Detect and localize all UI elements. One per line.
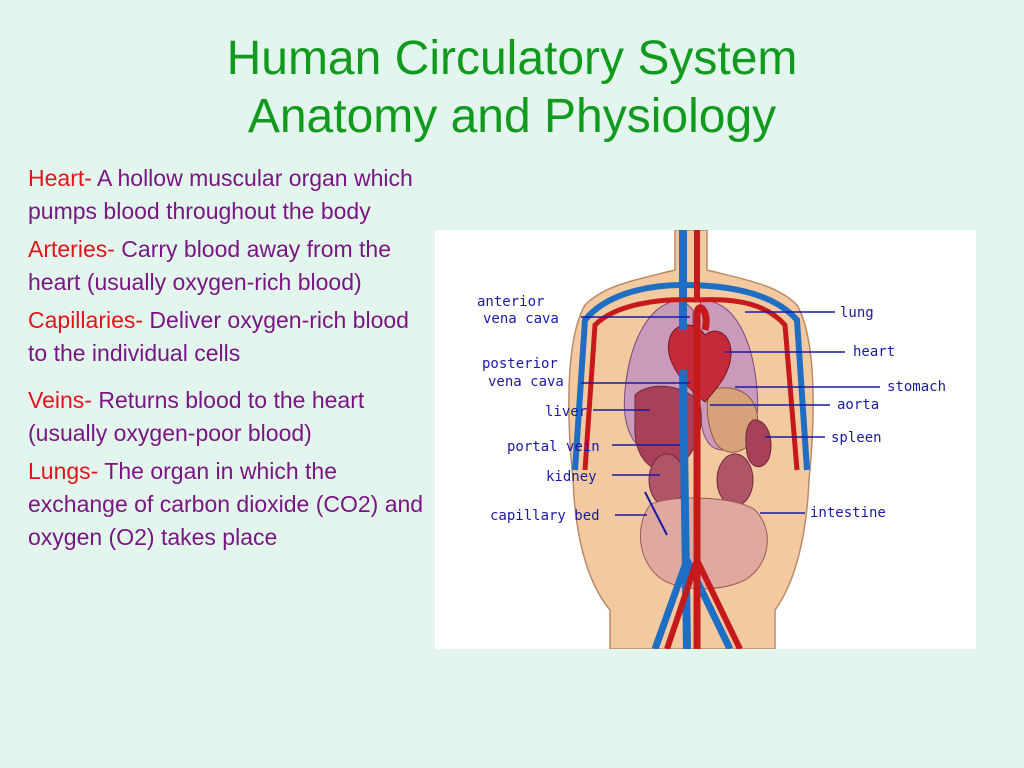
definitions-list: Heart- A hollow muscular organ which pum… [28,162,428,559]
definition-veins: Veins- Returns blood to the heart (usual… [28,384,428,450]
capillary-bed-bracket [644,491,668,536]
definition-arteries: Arteries- Carry blood away from the hear… [28,233,428,299]
leader-lines [581,311,880,516]
artery-leg-right [694,558,743,649]
artery-leg-left [664,559,700,649]
aorta [693,304,710,649]
definition-arteries-text: Carry blood away from the heart (usually… [28,236,392,295]
diagram-svg: anterior vena cava posterior vena cava l… [477,230,946,649]
label-intestine: intestine [810,505,886,521]
label-vena-cava-1: vena cava [483,311,559,327]
title-line-2: Anatomy and Physiology [247,90,777,143]
term-arteries: Arteries- [28,236,115,262]
intestine [639,497,768,590]
label-capillary-bed: capillary bed [490,508,600,524]
term-capillaries: Capillaries- [28,307,144,333]
label-lung: lung [840,305,874,321]
definition-heart: Heart- A hollow muscular organ which pum… [28,162,428,228]
definition-lungs: Lungs- The organ in which the exchange o… [28,455,428,554]
label-portal-vein: portal vein [507,439,600,455]
vein-arm-left [572,282,684,471]
term-veins: Veins- [28,387,92,413]
title-line-1: Human Circulatory System [226,32,798,85]
label-liver: liver [545,404,587,420]
label-spleen: spleen [831,430,882,446]
vein-leg-left [651,558,691,649]
label-anterior: anterior [477,294,544,310]
definition-capillaries: Capillaries- Deliver oxygen-rich blood t… [28,304,428,370]
definition-capillaries-text: Deliver oxygen-rich blood to the individ… [28,307,409,366]
stomach [706,387,759,453]
definition-heart-text: A hollow muscular organ which pumps bloo… [28,165,413,224]
circulatory-diagram: anterior vena cava posterior vena cava l… [435,230,976,649]
label-vena-cava-2: vena cava [488,374,564,390]
vein-arm-right [682,282,810,471]
slide-title: Human Circulatory System Anatomy and Phy… [0,30,1024,146]
label-heart: heart [853,344,895,360]
definition-veins-text: Returns blood to the heart (usually oxyg… [28,387,365,446]
term-lungs: Lungs- [28,458,99,484]
vena-cava [679,230,691,649]
label-kidney: kidney [546,469,597,485]
definition-lungs-text: The organ in which the exchange of carbo… [28,458,424,550]
label-posterior: posterior [482,356,558,372]
right-kidney [716,453,754,507]
artery-arm-right [696,297,800,471]
label-aorta: aorta [837,397,879,413]
label-stomach: stomach [887,379,946,395]
spleen [745,419,772,468]
term-heart: Heart- [28,165,92,191]
artery-arm-left [582,297,698,471]
